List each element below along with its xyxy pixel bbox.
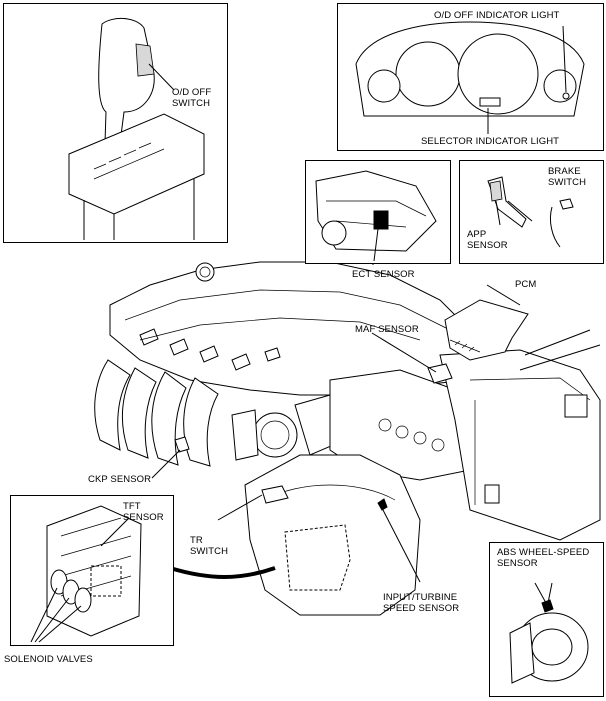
label-ckp-sensor: CKP SENSOR — [88, 474, 152, 485]
label-od-off-indicator: O/D OFF INDICATOR LIGHT — [434, 10, 560, 21]
label-brake-switch: BRAKE SWITCH — [548, 166, 587, 188]
label-ect-sensor: ECT SENSOR — [352, 269, 415, 280]
shift-lever-icon — [68, 18, 205, 240]
inset-od-off-switch — [3, 3, 228, 243]
inset-ect-sensor — [305, 160, 451, 264]
valve-body-icon — [30, 505, 142, 643]
inset-abs-sensor — [489, 542, 604, 697]
label-maf-sensor: MAF SENSOR — [355, 324, 419, 335]
inset-valve-body — [10, 495, 174, 646]
label-abs-wheel-speed-sensor: ABS WHEEL-SPEED SENSOR — [497, 547, 590, 569]
instrument-cluster-icon — [355, 21, 585, 134]
label-pcm: PCM — [515, 279, 537, 290]
label-app-sensor: APP SENSOR — [467, 229, 508, 251]
inset-app-brake — [459, 160, 604, 264]
inset-instrument-cluster — [337, 3, 604, 151]
label-od-off-switch: O/D OFF SWITCH — [172, 87, 212, 109]
wheel-hub-icon — [509, 582, 589, 684]
ect-sensor-icon — [315, 170, 437, 261]
label-input-turbine-sensor: INPUT/TURBINE SPEED SENSOR — [383, 592, 460, 614]
label-tr-switch: TR SWITCH — [190, 535, 229, 557]
pedal-icon — [487, 176, 574, 248]
label-tft-sensor: TFT SENSOR — [123, 501, 164, 523]
label-solenoid-valves: SOLENOID VALVES — [4, 654, 93, 665]
label-selector-indicator: SELECTOR INDICATOR LIGHT — [421, 136, 560, 147]
